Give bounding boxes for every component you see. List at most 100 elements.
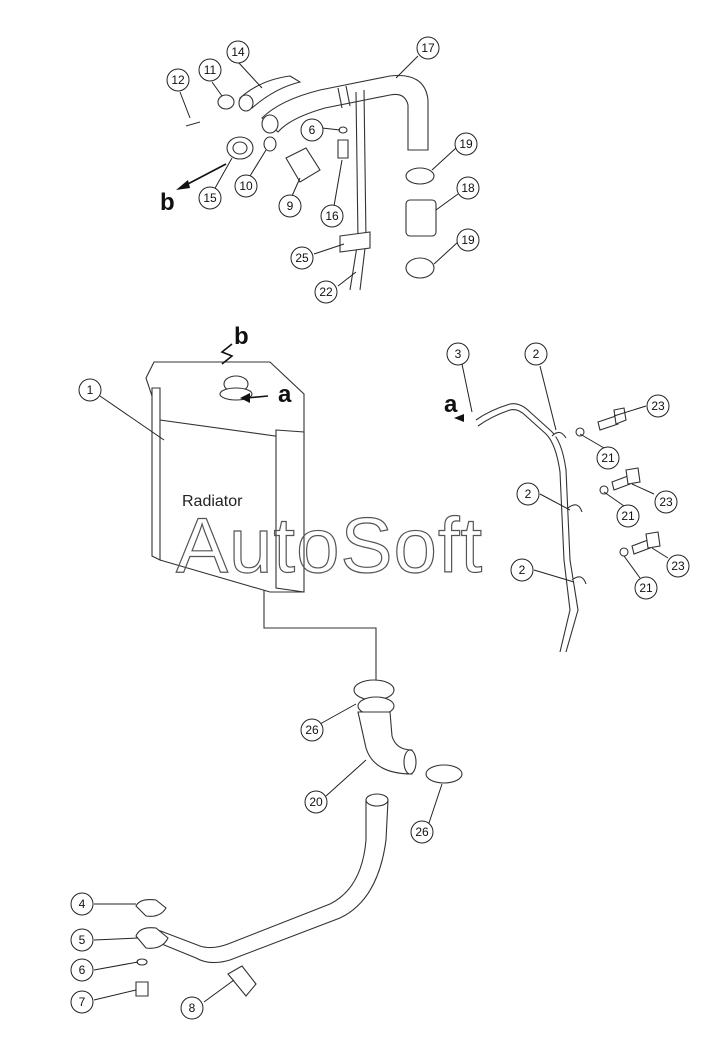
hose-clip-part-2-b xyxy=(567,504,583,513)
callout-17[interactable]: 17 xyxy=(416,36,440,60)
elbow-part-8 xyxy=(227,965,257,997)
svg-text:23: 23 xyxy=(651,399,665,413)
callout-4[interactable]: 4 xyxy=(70,892,94,916)
svg-text:6: 6 xyxy=(309,123,316,137)
svg-text:2: 2 xyxy=(525,487,532,501)
ref-arrowhead-a-hose xyxy=(454,414,464,422)
callout-21-b[interactable]: 21 xyxy=(616,504,640,528)
bolt-part-7 xyxy=(135,981,149,997)
callout-6-top[interactable]: 6 xyxy=(300,118,324,142)
svg-text:26: 26 xyxy=(305,723,319,737)
callout-15[interactable]: 15 xyxy=(198,186,222,210)
washer-part-6-lower xyxy=(136,958,148,966)
gasket-part-4 xyxy=(135,899,167,917)
callout-16[interactable]: 16 xyxy=(320,204,344,228)
callout-23-b[interactable]: 23 xyxy=(654,490,678,514)
callout-23-a[interactable]: 23 xyxy=(646,394,670,418)
callout-2-a[interactable]: 2 xyxy=(524,342,548,366)
bracket-rod-part-22 xyxy=(349,89,367,291)
callout-9[interactable]: 9 xyxy=(278,194,302,218)
svg-text:12: 12 xyxy=(171,73,185,87)
hose-clip-part-2-c xyxy=(571,576,587,585)
callout-21-a[interactable]: 21 xyxy=(596,446,620,470)
callout-20[interactable]: 20 xyxy=(304,790,328,814)
washer-part-21-b xyxy=(599,485,609,495)
svg-text:20: 20 xyxy=(309,795,323,809)
callout-19-top[interactable]: 19 xyxy=(454,132,478,156)
upper-pipe-part-17 xyxy=(261,74,429,151)
callout-26-upper[interactable]: 26 xyxy=(300,718,324,742)
lower-hose-assembly xyxy=(135,679,463,997)
svg-text:7: 7 xyxy=(79,995,86,1009)
svg-text:8: 8 xyxy=(189,1001,196,1015)
callout-19-bottom[interactable]: 19 xyxy=(456,228,480,252)
ring-part-10 xyxy=(263,136,277,152)
rod-clamp-part-25 xyxy=(339,231,371,253)
callout-11[interactable]: 11 xyxy=(198,58,222,82)
svg-text:26: 26 xyxy=(415,825,429,839)
svg-text:21: 21 xyxy=(639,581,653,595)
callout-5[interactable]: 5 xyxy=(70,928,94,952)
svg-text:5: 5 xyxy=(79,933,86,947)
svg-text:2: 2 xyxy=(533,347,540,361)
outline-connector xyxy=(263,590,377,680)
svg-text:15: 15 xyxy=(203,191,217,205)
callout-2-c[interactable]: 2 xyxy=(510,558,534,582)
svg-text:25: 25 xyxy=(295,251,309,265)
svg-text:16: 16 xyxy=(325,209,339,223)
pin-part-12 xyxy=(185,121,201,127)
svg-text:19: 19 xyxy=(461,233,475,247)
callout-6-bottom[interactable]: 6 xyxy=(70,958,94,982)
clamp-part-26-lower xyxy=(425,764,463,784)
clamp-inner-part-15 xyxy=(232,141,248,155)
callout-14[interactable]: 14 xyxy=(226,40,250,64)
callout-1[interactable]: 1 xyxy=(78,378,102,402)
callout-8[interactable]: 8 xyxy=(180,996,204,1020)
callout-23-c[interactable]: 23 xyxy=(666,554,690,578)
svg-text:21: 21 xyxy=(601,451,615,465)
callout-25[interactable]: 25 xyxy=(290,246,314,270)
pipe-band xyxy=(337,85,351,109)
svg-text:6: 6 xyxy=(79,963,86,977)
svg-text:19: 19 xyxy=(459,137,473,151)
svg-text:23: 23 xyxy=(671,559,685,573)
callout-22[interactable]: 22 xyxy=(314,280,338,304)
overflow-hose-inner xyxy=(477,409,571,653)
washer-part-21-a xyxy=(575,427,585,437)
clamp-part-11 xyxy=(217,94,235,110)
overflow-hose-part-3 xyxy=(475,403,579,653)
ref-arrowhead-b xyxy=(176,180,190,190)
radiator-core xyxy=(151,387,161,561)
svg-text:21: 21 xyxy=(621,509,635,523)
ref-letter-a-radiator: a xyxy=(278,381,292,408)
clamp-part-19-upper xyxy=(405,167,435,185)
svg-text:9: 9 xyxy=(287,199,294,213)
leader-lines xyxy=(93,55,669,1003)
zigzag-b xyxy=(220,343,234,365)
callout-7[interactable]: 7 xyxy=(70,990,94,1014)
callout-18[interactable]: 18 xyxy=(456,176,480,200)
callout-26-lower[interactable]: 26 xyxy=(410,820,434,844)
ref-letter-a-hose: a xyxy=(444,391,458,418)
hose-end-part-20 xyxy=(403,749,417,775)
washer-part-6 xyxy=(338,126,348,134)
bolt-head-part-23-c xyxy=(645,531,661,549)
lower-pipe-end xyxy=(365,793,389,807)
svg-text:4: 4 xyxy=(79,897,86,911)
svg-text:18: 18 xyxy=(461,181,475,195)
lower-pipe xyxy=(151,799,389,964)
bolt-head-part-23-a xyxy=(613,407,627,425)
callout-3[interactable]: 3 xyxy=(446,342,470,366)
ref-letter-b-top: b xyxy=(160,189,175,216)
radiator-label: Radiator xyxy=(182,493,243,510)
callout-2-b[interactable]: 2 xyxy=(516,482,540,506)
callout-10[interactable]: 10 xyxy=(234,174,258,198)
hose-clip-part-2-a xyxy=(551,431,567,439)
sleeve-part-18 xyxy=(405,199,437,237)
callout-12[interactable]: 12 xyxy=(166,68,190,92)
svg-text:2: 2 xyxy=(519,563,526,577)
svg-text:1: 1 xyxy=(87,383,94,397)
hose-end xyxy=(238,94,254,112)
callout-21-c[interactable]: 21 xyxy=(634,576,658,600)
radiator-assembly xyxy=(145,343,305,593)
